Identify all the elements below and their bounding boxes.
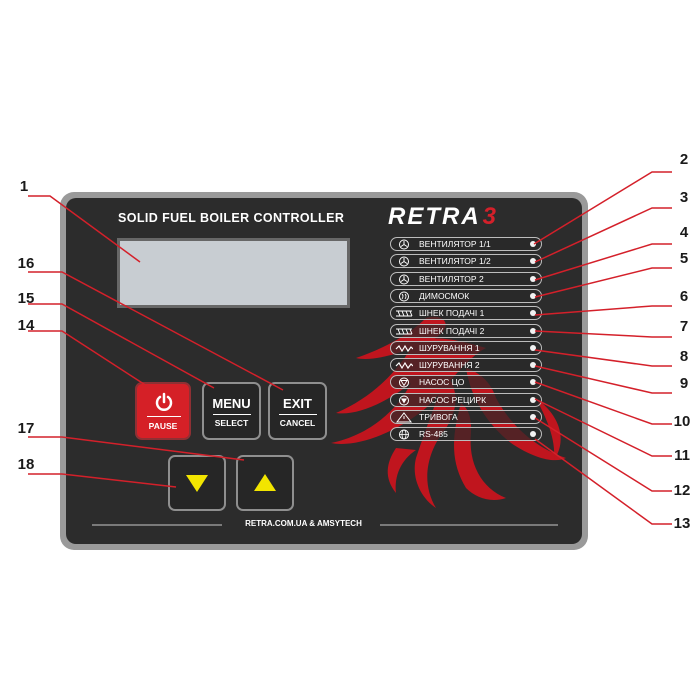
callout-9: 9 (679, 375, 689, 392)
callout-5: 5 (679, 250, 689, 267)
callout-13: 13 (673, 515, 691, 532)
footer-text: RETRA.COM.UA & AMSYTECH (245, 519, 362, 528)
pause-divider (147, 416, 181, 417)
exit-divider (278, 414, 317, 415)
callout-2: 2 (679, 151, 689, 168)
triangle-up-icon (254, 474, 276, 491)
indicator-label: RS-485 (419, 429, 448, 440)
indicator-row: НАСОС ЦО (390, 375, 542, 390)
callout-16: 16 (17, 255, 35, 272)
footer-line-right (380, 524, 558, 526)
pause-button[interactable]: PAUSE (135, 382, 191, 440)
indicator-label: ВЕНТИЛЯТОР 2 (419, 273, 484, 284)
callout-8: 8 (679, 348, 689, 365)
callout-3: 3 (679, 189, 689, 206)
cancel-label: CANCEL (279, 418, 316, 428)
indicator-led (530, 310, 536, 317)
indicator-label: ШУРУВАННЯ 1 (419, 342, 480, 353)
indicator-led (530, 241, 536, 247)
warning-icon (395, 412, 413, 423)
indicator-led (530, 431, 536, 438)
indicator-row: ДИМОСМОК (390, 288, 542, 303)
indicator-row: ШУРУВАННЯ 1 (390, 340, 542, 355)
callout-4: 4 (679, 224, 689, 241)
fan-icon (399, 274, 409, 285)
indicator-row: RS-485 (390, 427, 542, 442)
callout-18: 18 (17, 456, 35, 473)
indicator-led (530, 327, 536, 334)
callout-10: 10 (673, 413, 691, 430)
pump-icon (399, 377, 409, 388)
indicator-row: ВЕНТИЛЯТОР 2 (390, 271, 542, 286)
indicator-label: ВЕНТИЛЯТОР 1/1 (419, 239, 491, 249)
callout-7: 7 (679, 318, 689, 335)
callout-15: 15 (17, 290, 35, 307)
logo-text: RETRA (388, 203, 481, 230)
menu-divider (212, 414, 251, 415)
footer-line-left (92, 524, 222, 526)
indicator-label: ДИМОСМОК (419, 290, 470, 301)
indicator-row: ШНЕК ПОДАЧІ 2 (390, 323, 542, 338)
indicator-led (530, 414, 536, 420)
indicator-row: ВЕНТИЛЯТОР 1/2 (390, 254, 542, 269)
indicator-label: ТРИВОГА (419, 412, 458, 422)
indicator-row: ВЕНТИЛЯТОР 1/1 (390, 237, 542, 251)
fan-icon (399, 239, 409, 250)
exit-cancel-button[interactable]: EXIT CANCEL (268, 382, 327, 440)
callout-17: 17 (17, 420, 35, 437)
exit-label: EXIT (283, 396, 312, 411)
globe-icon (399, 429, 409, 440)
indicator-led (530, 379, 536, 386)
indicator-led (530, 275, 536, 282)
down-button[interactable] (168, 455, 226, 511)
indicator-led (530, 396, 536, 403)
menu-label: MENU (212, 396, 251, 411)
indicator-row: ШНЕК ПОДАЧІ 1 (390, 306, 542, 321)
smoke-exhauster-icon (399, 291, 409, 302)
auger-icon (396, 310, 413, 317)
indicator-label: ШНЕК ПОДАЧІ 2 (419, 325, 485, 336)
indicator-row: ТРИВОГА (390, 410, 542, 424)
indicator-led (530, 362, 536, 369)
retra-logo: RETRA3 (388, 203, 498, 231)
auger-icon (396, 328, 413, 334)
indicator-row: НАСОС РЕЦИРК (390, 392, 542, 407)
callout-6: 6 (679, 288, 689, 305)
pause-label: PAUSE (148, 421, 178, 431)
poker-icon (395, 361, 413, 370)
logo-number: 3 (482, 203, 499, 230)
callout-12: 12 (673, 482, 691, 499)
indicator-label: ШНЕК ПОДАЧІ 1 (419, 308, 485, 319)
indicator-led (530, 292, 536, 299)
select-label: SELECT (214, 418, 249, 428)
fan-icon (399, 256, 409, 267)
indicator-label: НАСОС РЕЦИРК (419, 394, 487, 405)
callout-1: 1 (19, 178, 29, 195)
indicator-row: ШУРУВАННЯ 2 (390, 358, 542, 373)
indicator-led (530, 344, 536, 351)
indicator-led (530, 258, 536, 265)
indicator-label: ВЕНТИЛЯТОР 1/2 (419, 256, 491, 267)
indicator-label: НАСОС ЦО (419, 377, 465, 388)
indicator-label: ШУРУВАННЯ 2 (419, 360, 480, 371)
pump-filled-icon (399, 395, 409, 406)
up-button[interactable] (236, 455, 294, 511)
callout-14: 14 (17, 317, 35, 334)
power-icon (155, 392, 173, 411)
callout-11: 11 (674, 447, 690, 464)
menu-select-button[interactable]: MENU SELECT (202, 382, 261, 440)
panel-title: SOLID FUEL BOILER CONTROLLER (118, 211, 345, 225)
poker-icon (395, 344, 413, 352)
triangle-down-icon (186, 475, 208, 492)
lcd-display (117, 238, 350, 308)
